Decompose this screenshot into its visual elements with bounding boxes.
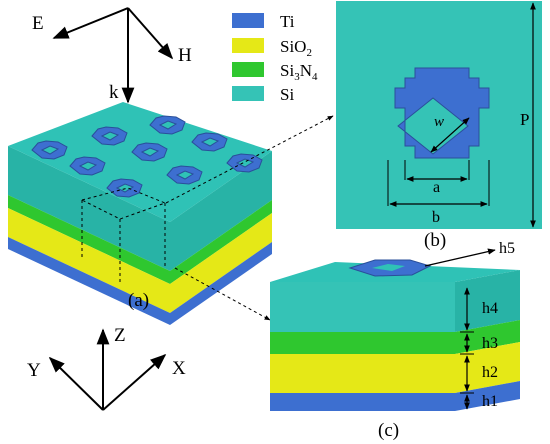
resonator-2 [91,126,128,146]
block-right-sio2 [455,342,520,393]
legend-swatch-si [232,86,264,101]
material-legend: Ti SiO2 Si3N4 Si [232,12,318,104]
x-axis-label: X [172,358,186,379]
resonator-8 [166,165,203,185]
panel-c-label: (c) [378,420,399,441]
resonator-6 [191,132,228,152]
slab-left-sio2 [8,208,170,313]
e-field-arrow [52,7,129,39]
h3-label: h3 [482,335,498,352]
coordinate-axes: Z Y X [27,325,186,411]
slab-left-ti [8,237,170,325]
y-axis-label: Y [27,360,41,381]
w-dimension-line [430,117,470,153]
thickness-markers [460,287,474,410]
k-vector-label: k [109,82,119,103]
block-right-si [455,270,520,332]
slab-left-si [8,146,170,271]
block-front-ti [270,393,455,411]
panel-c-block: h5 h4 h3 h2 h1 (c) [270,240,520,441]
h4-label: h4 [482,300,498,317]
pointer-to-b [165,115,334,204]
h5-label: h5 [499,240,515,257]
block-front-si3n4 [270,332,455,354]
slab-top-si [8,102,272,222]
slab-right-si [170,151,272,271]
h2-label: h2 [482,364,498,381]
block-front-sio2 [270,354,455,393]
resonator-1 [31,140,68,160]
unit-cell-outline [80,187,167,220]
h1-label: h1 [482,393,498,410]
unit-cell-background [336,1,542,229]
panel-b-label: (b) [424,230,446,251]
resonator-array [31,115,263,198]
resonator-9 [226,153,263,173]
block-resonator-hole [372,264,405,271]
panel-a-label: (a) [128,290,149,311]
field-axes: E H k [32,7,192,104]
resonator-3 [149,115,186,135]
slab-left-si3n4 [8,195,170,284]
p-dimension-label: P [520,110,529,129]
a-dimension-label: a [433,179,440,196]
b-dimension-label: b [432,209,440,226]
slab-right-ti [170,242,272,325]
legend-swatch-ti [232,13,264,28]
e-field-label: E [32,13,44,34]
resonator-5 [131,142,168,162]
block-right-ti [455,381,520,411]
h-field-arrow [127,7,174,60]
legend-label-sio2: SiO2 [280,37,312,59]
block-front-si [270,282,455,332]
w-dimension-label: w [434,114,444,130]
y-axis-arrow [48,356,104,411]
slab-right-sio2 [170,213,272,313]
legend-swatch-si3n4 [232,62,264,77]
h5-pointer [424,248,496,267]
legend-label-si3n4: Si3N4 [280,61,318,83]
slab-right-si3n4 [170,200,272,284]
resonator-4 [69,156,106,176]
panel-b-topview: w a b P (b) [336,1,542,251]
resonator-7 [106,178,143,198]
h-field-label: H [178,45,192,66]
panel-a-slab: (a) [8,102,272,325]
x-axis-arrow [102,353,167,411]
legend-swatch-sio2 [232,38,264,53]
block-right-si3n4 [455,320,520,354]
legend-label-si: Si [280,85,294,104]
legend-label-ti: Ti [280,12,295,31]
pointer-to-c [174,267,271,321]
z-axis-label: Z [114,325,126,346]
